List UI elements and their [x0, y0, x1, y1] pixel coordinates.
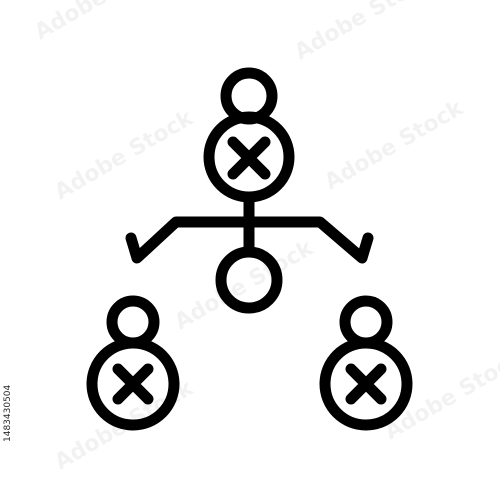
top-person-icon	[203, 67, 295, 203]
watermark-text: Adobe Stock	[51, 105, 199, 205]
empty-position-circle	[215, 246, 283, 314]
bottom-right-person-icon	[319, 295, 413, 431]
watermark-text: Adobe Stock	[31, 0, 179, 45]
top-person-x-mark	[227, 136, 271, 180]
stock-id-label: 1483430504	[3, 384, 13, 442]
bottom-left-person-head	[106, 295, 160, 349]
right-branch	[243, 216, 374, 264]
watermark-text: Adobe Stock	[291, 0, 439, 65]
bottom-left-person-x-mark	[112, 363, 154, 405]
watermark-text: Adobe Stock	[321, 95, 469, 195]
bottom-right-person-head	[339, 295, 393, 349]
left-branch	[125, 216, 255, 264]
bottom-right-person-body	[319, 337, 413, 431]
bottom-right-person-x-mark	[345, 363, 387, 405]
branch-connector	[125, 191, 374, 264]
bottom-left-person-body	[86, 337, 180, 431]
bottom-left-person-icon	[86, 295, 180, 431]
